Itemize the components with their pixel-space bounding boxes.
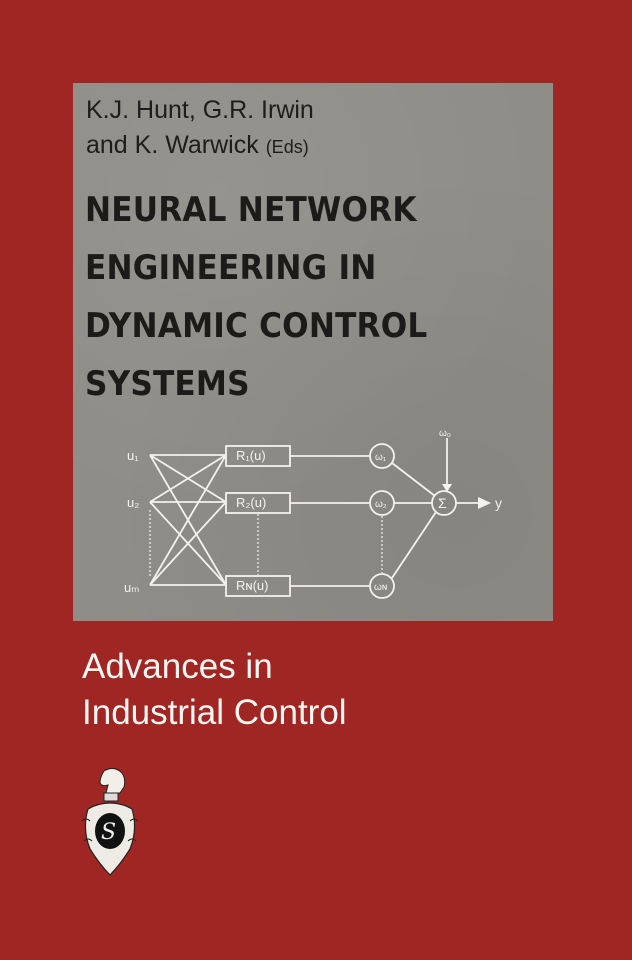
title-line-1: NEURAL NETWORK [85,190,417,229]
series-line-2: Industrial Control [82,693,347,732]
svg-text:ωɴ: ωɴ [374,582,387,593]
series-line-1: Advances in [82,647,273,686]
svg-text:Σ: Σ [438,495,447,511]
authors-line-1: K.J. Hunt, G.R. Irwin [86,96,314,124]
series-title: Advances in Industrial Control [82,644,347,736]
svg-text:S: S [101,820,116,845]
cover-panel: K.J. Hunt, G.R. Irwin and K. Warwick (Ed… [73,83,553,621]
authors-line-2: and K. Warwick (Eds) [86,131,309,159]
svg-text:ω₂: ω₂ [375,499,387,510]
title-line-3: DYNAMIC CONTROL [85,306,428,345]
input-u2: u₂ [127,495,139,510]
springer-knight-logo-icon: S [81,767,139,876]
rbf-network-diagram: u₁ u₂ uₘ R₁(u) R₂(u) Rɴ(u) ω₁ ω₂ ωɴ ω₀ Σ y [124,430,502,599]
title-line-2: ENGINEERING IN [85,248,377,287]
input-uM: uₘ [124,580,139,595]
svg-text:R₂(u): R₂(u) [236,495,266,510]
book-title: NEURAL NETWORK ENGINEERING IN DYNAMIC CO… [85,181,427,413]
eds-label: (Eds) [265,137,309,157]
title-line-4: SYSTEMS [85,364,250,403]
svg-text:R₁(u): R₁(u) [236,448,266,463]
authors: K.J. Hunt, G.R. Irwin and K. Warwick (Ed… [86,93,314,165]
input-u1: u₁ [127,448,139,463]
svg-text:ω₀: ω₀ [439,430,451,439]
svg-text:ω₁: ω₁ [375,452,387,463]
svg-text:Rɴ(u): Rɴ(u) [236,578,268,593]
svg-text:y: y [495,495,502,511]
